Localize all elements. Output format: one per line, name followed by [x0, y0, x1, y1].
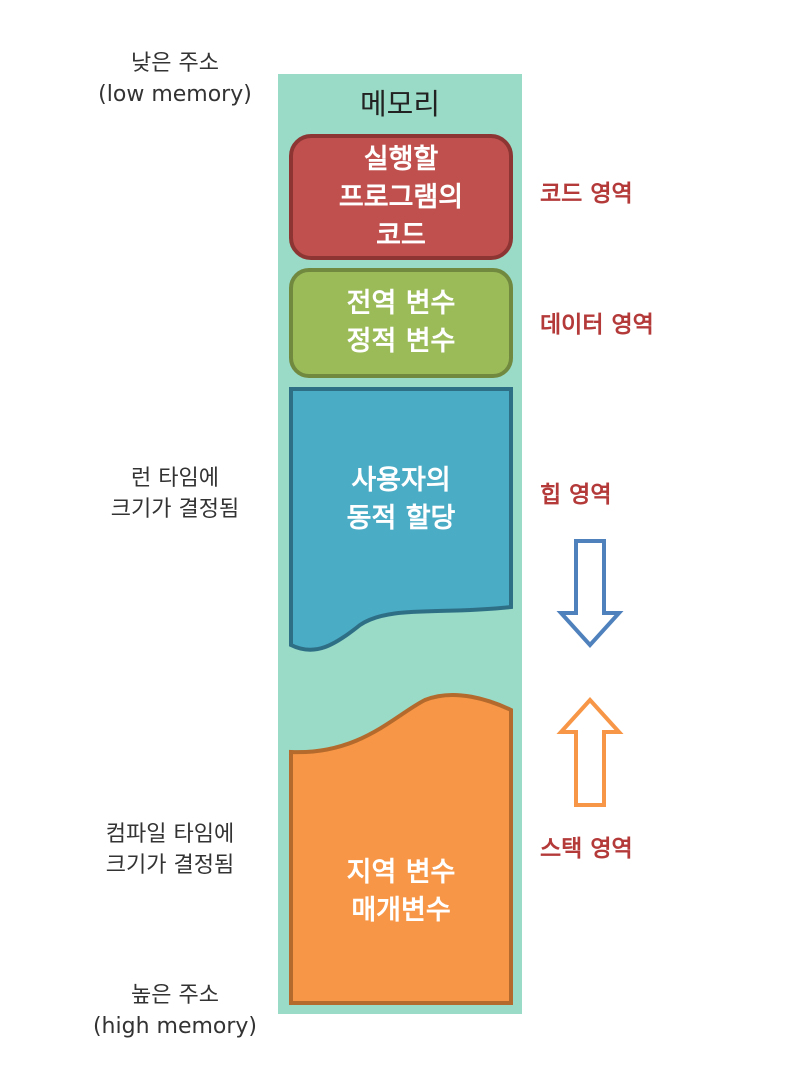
heap-segment-block — [289, 387, 513, 652]
heap-region-label: 힙 영역 — [540, 482, 612, 508]
code-segment-block — [289, 134, 513, 260]
memory-title: 메모리 — [359, 87, 441, 121]
low-address-label: 낮은 주소 (low memory) — [98, 51, 252, 107]
stack-segment-block — [289, 692, 513, 1005]
data-region-label: 데이터 영역 — [540, 312, 654, 338]
compile-time-size-label: 컴파일 타임에 크기가 결정됨 — [105, 822, 235, 878]
stack-region-label: 스택 영역 — [540, 836, 633, 862]
stack-segment-text: 지역 변수 매개변수 — [346, 857, 456, 926]
heap-growth-arrow-down — [556, 539, 624, 648]
code-segment-text: 실행할 프로그램의 코드 — [338, 144, 464, 251]
runtime-size-label: 런 타임에 크기가 결정됨 — [110, 466, 240, 522]
code-region-label: 코드 영역 — [540, 181, 633, 207]
high-address-label: 높은 주소 (high memory) — [92, 983, 258, 1039]
data-segment-text: 전역 변수 정적 변수 — [346, 288, 456, 357]
data-segment-block — [289, 268, 513, 378]
stack-growth-arrow-up — [556, 697, 624, 807]
heap-segment-text: 사용자의 동적 할당 — [346, 465, 456, 534]
